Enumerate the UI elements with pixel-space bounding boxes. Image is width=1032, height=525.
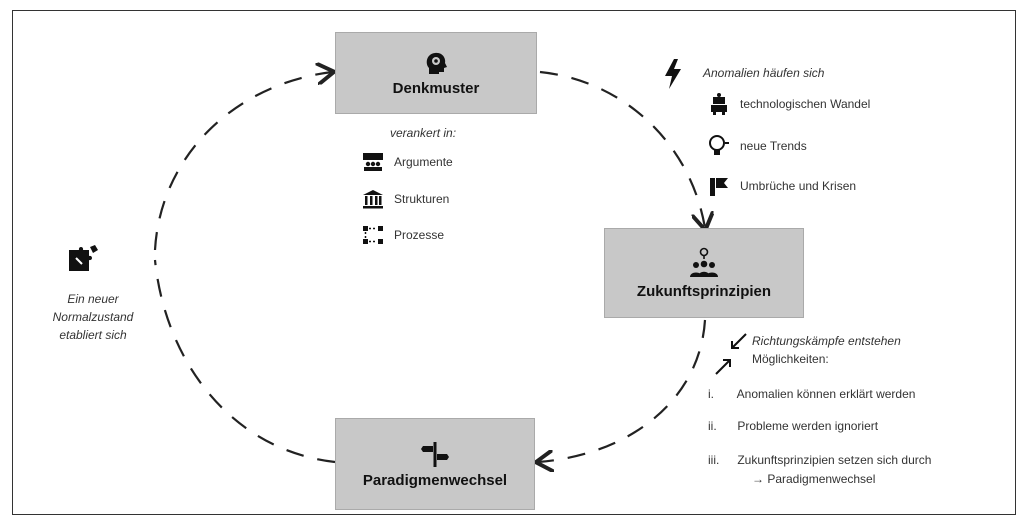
- zukunft-title: Zukunftsprinzipien: [636, 282, 772, 300]
- arrow-zukunft-to-paradigma: [538, 319, 707, 462]
- verankert-label-argumente: Argumente: [394, 155, 453, 169]
- richtung-text-3: Zukunftsprinzipien setzen sich durch: [737, 453, 932, 467]
- denkmuster-title: Denkmuster: [392, 79, 480, 97]
- converging-arrows-icon: [715, 333, 747, 375]
- diagram-frame: [12, 10, 1016, 515]
- normal-line-2: Normalzustand: [52, 310, 134, 324]
- puzzle-icon: [69, 245, 98, 271]
- richtung-num-1: i.: [708, 387, 714, 401]
- richtung-heading: Richtungskämpfe entstehen: [752, 334, 901, 348]
- lightbulb-icon: [709, 135, 729, 155]
- arrow-normal-to-denkmuster: [153, 72, 332, 251]
- argument-icon: [363, 153, 383, 171]
- anomalien-item-trends: neue Trends: [708, 134, 807, 158]
- crisis-icon: [710, 178, 728, 196]
- building-icon: [363, 190, 383, 209]
- paradigma-title: Paradigmenwechsel: [362, 471, 508, 489]
- verankert-item-argumente: Argumente: [362, 152, 453, 172]
- richtung-continuation: → Paradigmenwechsel: [752, 472, 876, 486]
- richtung-item-2: ii. Probleme werden ignoriert: [708, 419, 878, 433]
- process-icon: [363, 226, 383, 244]
- head-gear-icon: [426, 52, 447, 74]
- zukunft-box: Zukunftsprinzipien: [604, 228, 804, 318]
- richtung-text-2: Probleme werden ignoriert: [737, 419, 879, 433]
- people-bulb-icon: [690, 247, 718, 277]
- robot-icon: [711, 93, 727, 115]
- arrow-denkmuster-to-zukunft: [539, 70, 705, 228]
- paradigma-box: Paradigmenwechsel: [335, 418, 535, 510]
- verankert-item-strukturen: Strukturen: [362, 189, 449, 209]
- richtung-item-3: iii. Zukunftsprinzipien setzen sich durc…: [708, 453, 931, 467]
- richtung-sub: Möglichkeiten:: [752, 352, 829, 366]
- anomalien-label-krisen: Umbrüche und Krisen: [740, 179, 857, 193]
- verankert-label-strukturen: Strukturen: [394, 192, 450, 206]
- richtung-item-1: i. Anomalien können erklärt werden: [708, 387, 915, 401]
- richtung-num-3: iii.: [708, 453, 720, 467]
- arrow-paradigma-to-normal: [153, 259, 336, 464]
- anomalien-item-krisen: Umbrüche und Krisen: [708, 174, 856, 198]
- anomalien-heading: Anomalien häufen sich: [703, 66, 825, 80]
- signpost-icon: [421, 441, 449, 467]
- verankert-heading: verankert in:: [390, 126, 457, 140]
- normal-line-3: etabliert sich: [59, 328, 127, 342]
- richtung-num-2: ii.: [708, 419, 717, 433]
- verankert-item-prozesse: Prozesse: [362, 225, 444, 245]
- anomalien-label-tech: technologischen Wandel: [740, 97, 871, 111]
- denkmuster-box: Denkmuster: [335, 32, 537, 114]
- anomalien-label-trends: neue Trends: [740, 139, 807, 153]
- richtung-text-1: Anomalien können erklärt werden: [736, 387, 916, 401]
- verankert-label-prozesse: Prozesse: [394, 228, 445, 242]
- normal-line-1: Ein neuer: [67, 292, 119, 306]
- lightning-icon: [665, 59, 681, 89]
- anomalien-item-tech: technologischen Wandel: [708, 92, 870, 116]
